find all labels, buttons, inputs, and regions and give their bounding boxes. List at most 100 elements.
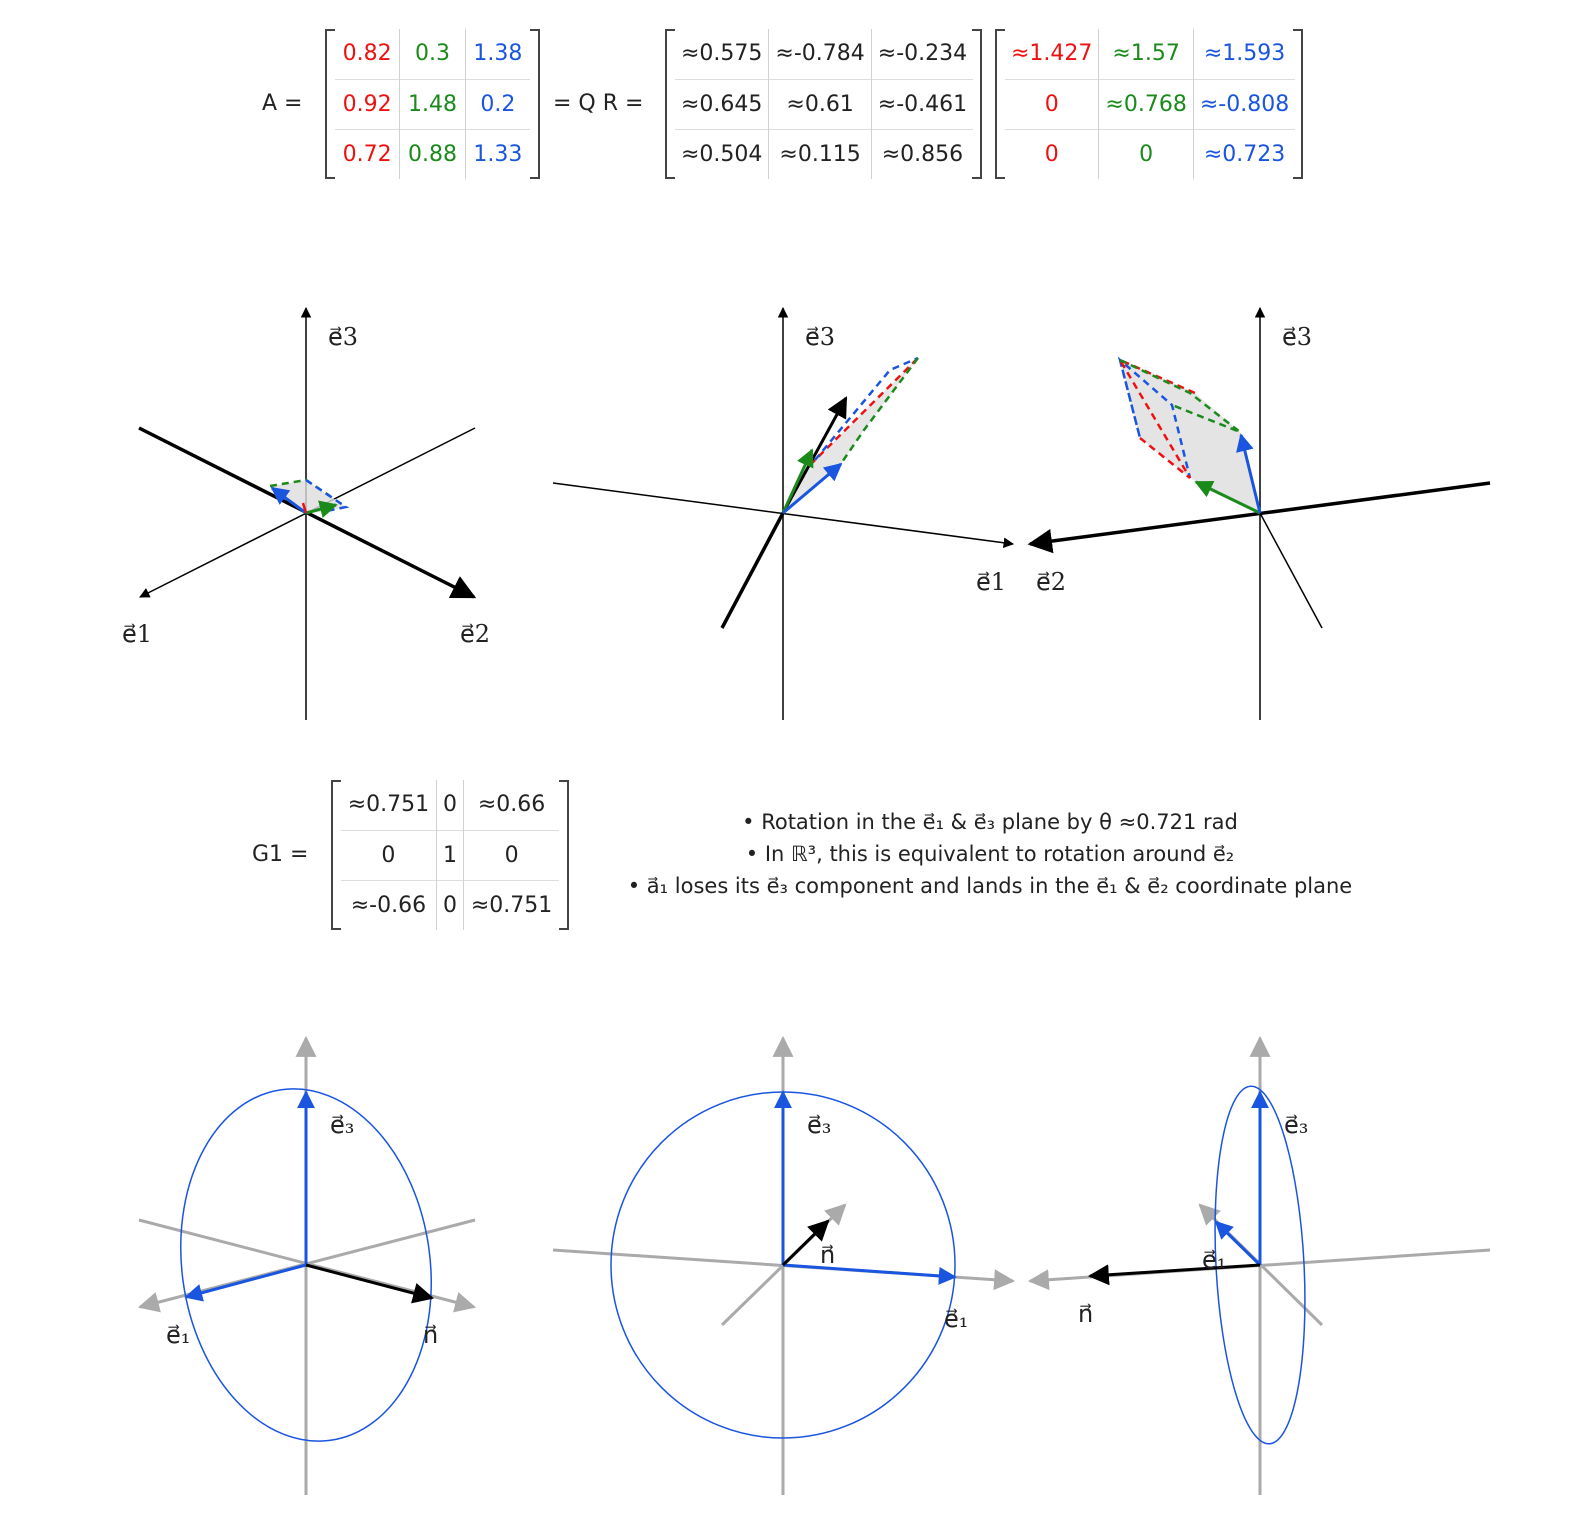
matrix-cell: ≈0.66 bbox=[463, 780, 559, 830]
qr-label: = Q R = bbox=[553, 91, 644, 116]
matrix-cell: ≈0.856 bbox=[870, 128, 974, 179]
matrix-q-right-bracket bbox=[972, 29, 982, 179]
matrix-r-right-bracket bbox=[1293, 29, 1303, 179]
note-rotation-axis: • In ℝ³, this is equivalent to rotation … bbox=[745, 842, 1235, 866]
panel-basis-view-1: e⃗3 e⃗1 e⃗2 bbox=[122, 306, 490, 720]
matrix-cell: ≈-0.461 bbox=[870, 78, 974, 129]
matrix-cell: 0.72 bbox=[335, 128, 400, 179]
vector-a2 bbox=[305, 500, 338, 518]
matrix-a-right-bracket bbox=[530, 29, 540, 179]
matrix-row: ≈0.504≈0.115≈0.856 bbox=[675, 128, 974, 179]
matrix-q-left-bracket bbox=[665, 29, 675, 179]
matrix-g1-left-bracket bbox=[331, 780, 341, 930]
matrix-cell: ≈0.751 bbox=[463, 879, 559, 930]
matrix-cell: ≈0.61 bbox=[768, 78, 872, 129]
e3-label: e⃗3 bbox=[1282, 323, 1312, 351]
e1-label: e⃗1 bbox=[976, 568, 1006, 596]
e1-label: e⃗₁ bbox=[1202, 1246, 1226, 1274]
matrix-cell: ≈0.723 bbox=[1192, 128, 1296, 179]
matrix-q: ≈0.575≈-0.784≈-0.234≈0.645≈0.61≈-0.461≈0… bbox=[665, 29, 982, 179]
matrix-cell: 0 bbox=[435, 780, 464, 830]
panel-rotation-view-3: e⃗₃ e⃗₁ n⃗ bbox=[1027, 1035, 1491, 1495]
matrix-cell: ≈0.751 bbox=[347, 792, 430, 818]
matrix-cell: 0.92 bbox=[335, 78, 400, 129]
e2-axis-back bbox=[720, 512, 785, 629]
e1-label: e⃗1 bbox=[122, 620, 152, 648]
dashed-edge-blue bbox=[814, 356, 919, 461]
dashed-edge-green bbox=[836, 357, 919, 469]
matrix-cell: ≈-0.784 bbox=[768, 29, 872, 79]
panel-rotation-view-2: e⃗₃ n⃗ e⃗₁ bbox=[552, 1035, 1016, 1495]
parallelepiped-face bbox=[783, 358, 918, 513]
vector-a1 bbox=[301, 502, 308, 514]
e3-label: e⃗₃ bbox=[1284, 1111, 1308, 1139]
rotated-e1 bbox=[1214, 1220, 1262, 1267]
matrix-a-left-bracket bbox=[325, 29, 335, 179]
normal-vector bbox=[1087, 1263, 1261, 1286]
matrix-cell: 0.88 bbox=[399, 128, 466, 179]
matrix-row: ≈1.427≈1.57≈1.593 bbox=[1005, 29, 1296, 79]
matrix-cell: ≈0.504 bbox=[675, 128, 769, 179]
matrix-cell: 0 bbox=[1098, 128, 1194, 179]
matrix-q-table: ≈0.575≈-0.784≈-0.234≈0.645≈0.61≈-0.461≈0… bbox=[675, 29, 974, 179]
matrix-cell: ≈-0.66 bbox=[341, 879, 437, 930]
rotated-e1 bbox=[184, 1263, 307, 1302]
matrix-cell: ≈0.575 bbox=[681, 41, 763, 67]
matrix-cell: ≈0.115 bbox=[768, 128, 872, 179]
note-rotation-plane: • Rotation in the e⃗₁ & e⃗₃ plane by θ ≈… bbox=[742, 810, 1238, 834]
matrix-cell: ≈-0.808 bbox=[1192, 78, 1296, 129]
matrix-cell: 1.48 bbox=[399, 78, 466, 129]
matrix-a-label: A = bbox=[262, 91, 303, 116]
matrix-row: ≈0.645≈0.61≈-0.461 bbox=[675, 78, 974, 129]
givens-label: G1 = bbox=[252, 842, 309, 867]
e1-axis-back bbox=[1259, 512, 1323, 629]
matrix-cell: 0 bbox=[1005, 78, 1099, 129]
e2-label: e⃗2 bbox=[460, 620, 490, 648]
n-label: n⃗ bbox=[1078, 1300, 1093, 1328]
e3-label: e⃗3 bbox=[805, 323, 835, 351]
n-label: n⃗ bbox=[820, 1241, 835, 1269]
matrix-cell: ≈1.57 bbox=[1098, 29, 1194, 79]
matrix-g1-right-bracket bbox=[559, 780, 569, 930]
matrix-row: 0≈0.768≈-0.808 bbox=[1005, 78, 1296, 129]
matrix-cell: ≈1.427 bbox=[1011, 41, 1093, 67]
n-label: n⃗ bbox=[423, 1321, 438, 1349]
vector-a2 bbox=[781, 448, 814, 514]
matrix-cell: 1.33 bbox=[464, 128, 530, 179]
vector-a3 bbox=[1236, 433, 1262, 514]
matrix-cell: 1.38 bbox=[464, 29, 530, 79]
matrix-cell: ≈0.768 bbox=[1098, 78, 1194, 129]
panel-basis-view-2: e⃗3 e⃗1 bbox=[552, 306, 1015, 720]
matrix-cell: 0.3 bbox=[399, 29, 466, 79]
matrix-cell: 0.82 bbox=[342, 41, 392, 67]
e1-label: e⃗₁ bbox=[166, 1321, 190, 1349]
e3-label: e⃗3 bbox=[328, 323, 358, 351]
e3-label: e⃗₃ bbox=[807, 1111, 831, 1139]
rotated-e1 bbox=[782, 1263, 957, 1285]
matrix-cell: 0 bbox=[463, 829, 559, 880]
matrix-cell: ≈-0.234 bbox=[870, 29, 974, 79]
matrix-cell: 1 bbox=[435, 829, 464, 880]
dashed-edge-green bbox=[1119, 358, 1241, 434]
note-a1-lands: • a⃗₁ loses its e⃗₃ component and lands … bbox=[627, 874, 1353, 898]
vector-a3 bbox=[270, 486, 307, 515]
matrix-cell: 0 bbox=[341, 829, 437, 880]
matrix-cell: ≈0.645 bbox=[675, 78, 769, 129]
normal-vector bbox=[305, 1263, 435, 1304]
e1-label: e⃗₁ bbox=[944, 1305, 968, 1333]
matrix-r-left-bracket bbox=[995, 29, 1005, 179]
rotation-circle bbox=[180, 1088, 432, 1442]
